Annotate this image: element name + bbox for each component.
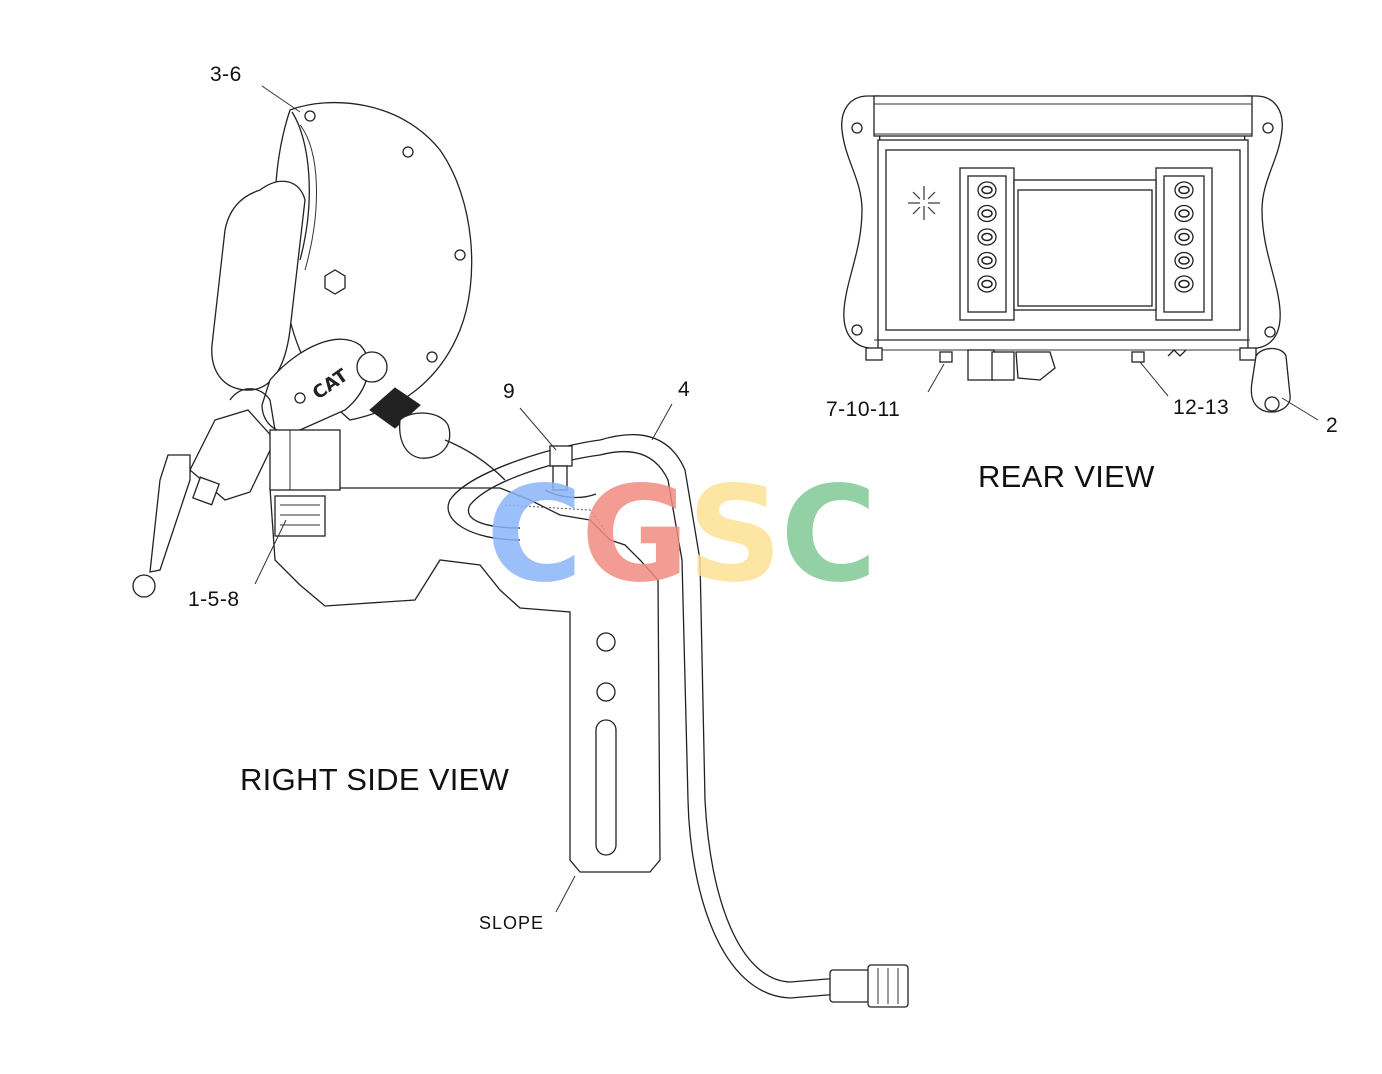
callout-4: 4 — [678, 378, 691, 401]
clamp-handle — [149, 454, 191, 573]
rear-button — [1174, 275, 1194, 293]
rear-button — [1174, 181, 1194, 199]
housing-connector — [369, 387, 506, 481]
watermark-letter: C — [780, 458, 877, 612]
rear-button-inner — [1178, 232, 1190, 242]
rear-button — [977, 251, 997, 270]
rear-button — [1174, 204, 1194, 223]
callout-12-13: 12-13 — [1173, 396, 1230, 419]
display-screw — [402, 146, 414, 158]
rear-button — [977, 181, 997, 199]
ram-base-block — [269, 429, 341, 491]
rear-button-inner — [1178, 209, 1190, 218]
display-screw — [454, 249, 466, 261]
right-side-view-title: RIGHT SIDE VIEW — [240, 762, 510, 797]
bolt-block — [274, 495, 326, 537]
rear-button-inner — [1178, 185, 1190, 195]
rear-button-inner — [981, 256, 993, 265]
rear-center-panel — [1013, 179, 1157, 311]
callout-7-10-11: 7-10-11 — [826, 398, 901, 421]
display-screw — [304, 110, 316, 122]
right-side-view-drawing: CAT — [132, 85, 909, 1008]
rear-button — [1174, 251, 1194, 270]
bracket-hole — [596, 682, 616, 702]
rear-button-inner — [981, 279, 993, 289]
speaker-grille — [908, 186, 940, 220]
arm-screw — [294, 392, 306, 404]
callout-9: 9 — [503, 380, 516, 403]
rear-button — [977, 275, 997, 293]
display-back-panel — [211, 180, 306, 391]
ram-knob — [1250, 347, 1291, 413]
bracket-hole — [596, 632, 616, 652]
rear-button-inner — [981, 232, 993, 242]
rear-button — [1174, 228, 1194, 246]
callout-3-6: 3-6 — [210, 63, 242, 86]
watermark-letter: G — [580, 458, 689, 612]
rear-frame-right — [1243, 95, 1283, 349]
rear-button — [977, 204, 997, 223]
watermark-letter: C — [486, 458, 583, 612]
rear-top-rail — [873, 95, 1253, 137]
rear-view-drawing — [841, 95, 1319, 421]
pivot-knob — [356, 351, 388, 383]
slope-bracket — [269, 487, 661, 873]
handle-knob — [132, 574, 156, 598]
cable — [599, 433, 841, 983]
handle-nut — [192, 476, 220, 506]
bracket-slot — [595, 719, 617, 856]
rear-button-inner — [981, 209, 993, 218]
callout-slope: SLOPE — [479, 913, 545, 933]
rear-frame-left — [841, 95, 881, 349]
watermark-letter: S — [687, 458, 782, 612]
rear-button-inner — [1178, 279, 1190, 289]
rear-button-inner — [981, 185, 993, 195]
rear-view-title: REAR VIEW — [978, 459, 1155, 494]
rear-button — [977, 228, 997, 246]
cgsc-watermark: CGSC — [486, 460, 906, 610]
display-hex-knob — [324, 269, 346, 295]
callout-2: 2 — [1326, 414, 1339, 437]
rear-buttons — [977, 181, 1194, 293]
rear-connectors — [865, 347, 1257, 381]
rear-button-inner — [1178, 256, 1190, 265]
display-screw — [426, 351, 438, 363]
cable-connector — [829, 969, 871, 1003]
callout-1-5-8: 1-5-8 — [188, 588, 240, 611]
